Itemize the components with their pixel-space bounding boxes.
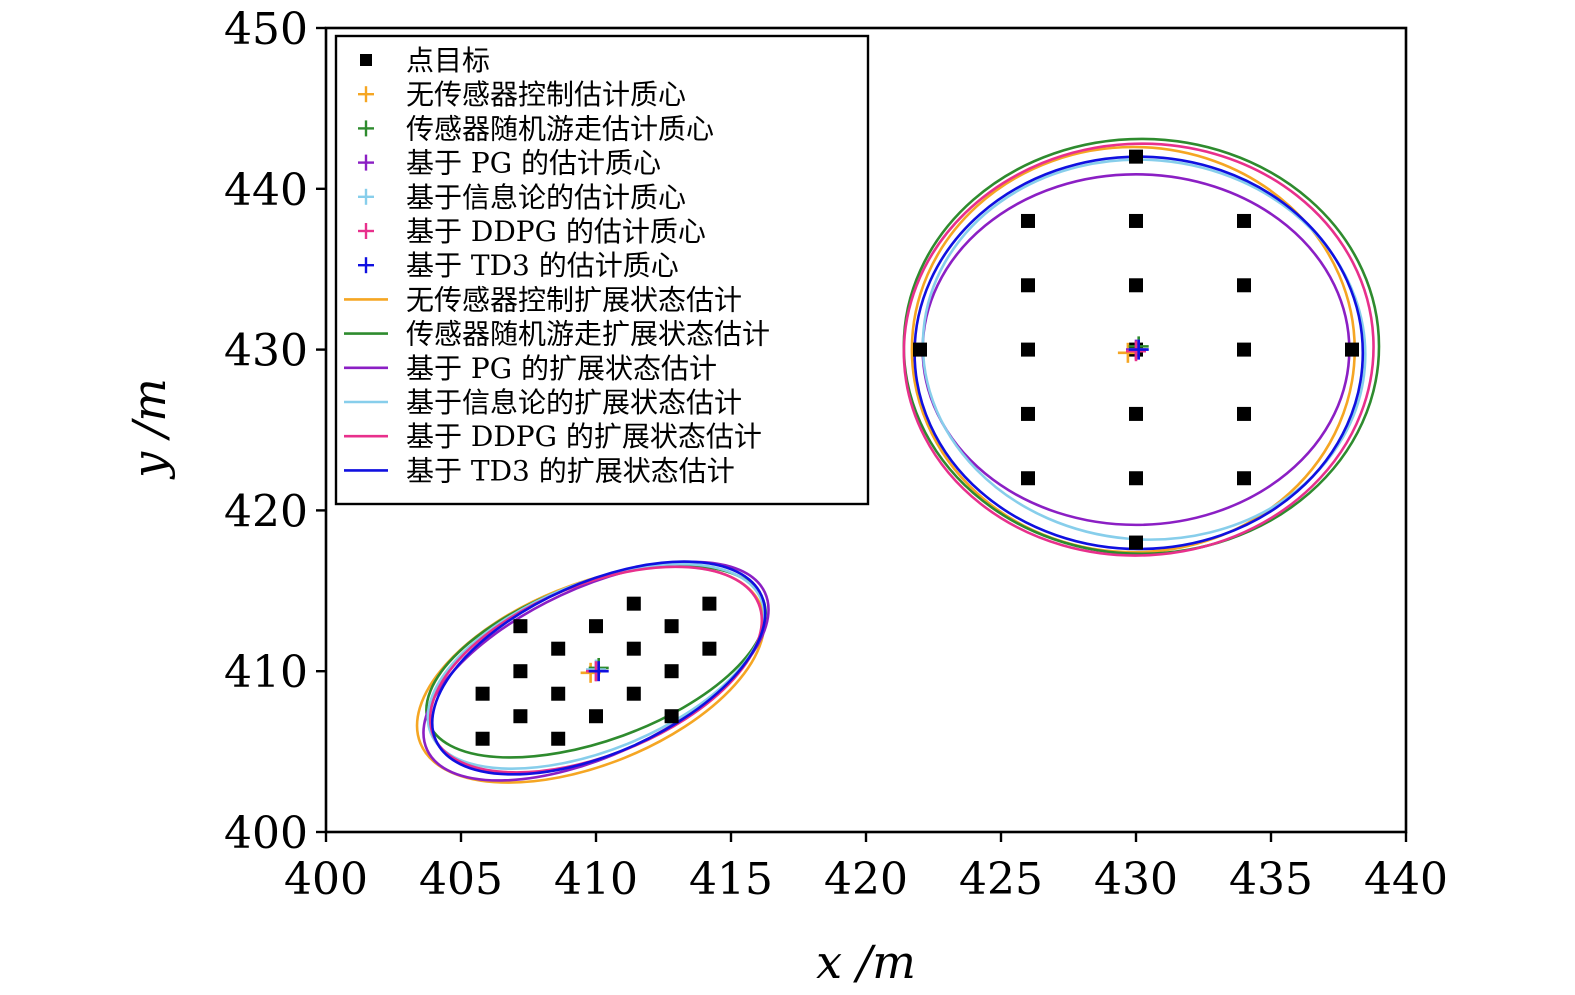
- target-point-14: [1237, 406, 1251, 421]
- legend-marker-5: [358, 223, 374, 239]
- legend-label-7: 无传感器控制扩展状态估计: [406, 283, 742, 316]
- legend-box: [334, 34, 870, 506]
- target-point-30: [551, 686, 566, 701]
- x-tick-label-0: 400: [284, 854, 368, 905]
- x-tick-label-5: 425: [959, 854, 1043, 905]
- target-point-24: [551, 641, 566, 656]
- target-point-29: [475, 686, 490, 701]
- extent-ellipse-3-0: [921, 158, 1367, 541]
- y-tick-label-1: 410: [224, 647, 308, 698]
- y-tick-label-5: 450: [224, 4, 308, 55]
- target-point-13: [1129, 406, 1143, 421]
- legend-marker-2: [358, 120, 374, 137]
- target-point-8: [1021, 342, 1035, 357]
- target-point-26: [702, 641, 717, 656]
- x-tick-label-7: 435: [1229, 854, 1313, 905]
- target-point-6: [1237, 278, 1251, 293]
- target-point-7: [913, 342, 927, 357]
- legend-label-0: 点目标: [406, 44, 490, 77]
- x-tick-label-1: 405: [419, 854, 503, 905]
- legend-label-4: 基于信息论的估计质心: [406, 181, 686, 214]
- axes: 400 405 410 415 420 425 430 435 440 400 410 420 430 4…: [224, 4, 1448, 905]
- legend-marker-3: [358, 154, 374, 171]
- centroid-marker-5-1: [588, 661, 609, 682]
- centroid-marker-0-0: [1117, 342, 1138, 363]
- target-point-11: [1345, 342, 1359, 357]
- target-point-20: [626, 596, 641, 611]
- target-point-1: [1021, 213, 1035, 228]
- legend-label-1: 无传感器控制估计质心: [406, 78, 686, 111]
- legend-marker-0: [360, 54, 372, 66]
- legend-marker-6: [358, 257, 374, 274]
- legend-label-2: 传感器随机游走估计质心: [406, 112, 714, 145]
- centroid-marker-5-0: [1128, 339, 1149, 360]
- target-point-23: [664, 619, 679, 634]
- target-point-33: [589, 709, 603, 724]
- target-point-25: [626, 641, 641, 656]
- target-point-10: [1237, 342, 1251, 357]
- target-point-16: [1129, 471, 1143, 486]
- centroid-marker-4-0: [1126, 341, 1146, 362]
- legend-label-6: 基于 TD3 的估计质心: [406, 249, 679, 282]
- target-point-15: [1021, 471, 1035, 486]
- x-tick-label-4: 420: [824, 854, 908, 905]
- plot-area: [415, 137, 1381, 784]
- target-point-28: [664, 664, 679, 679]
- target-point-19: [702, 596, 717, 611]
- target-point-2: [1129, 213, 1143, 228]
- y-axis-label: y /m: [122, 378, 176, 480]
- legend-label-12: 基于 TD3 的扩展状态估计: [406, 454, 735, 487]
- target-point-0: [1129, 149, 1143, 164]
- target-point-34: [664, 709, 679, 724]
- y-tick-label-0: 400: [224, 808, 308, 859]
- target-point-5: [1129, 278, 1143, 293]
- y-tick-label-4: 440: [224, 165, 308, 216]
- y-tick-label-3: 430: [224, 326, 308, 377]
- x-axis-label: x /m: [816, 935, 916, 989]
- legend-label-10: 基于信息论的扩展状态估计: [406, 386, 742, 419]
- extent-ellipse-4-0: [902, 142, 1375, 557]
- x-tick-label-8: 440: [1364, 854, 1448, 905]
- target-point-22: [589, 619, 603, 634]
- target-point-18: [1129, 535, 1143, 550]
- legend-marker-4: [358, 188, 374, 205]
- legend-label-3: 基于 PG 的估计质心: [406, 147, 661, 180]
- target-point-12: [1021, 406, 1035, 421]
- x-tick-label-6: 430: [1094, 854, 1178, 905]
- target-point-36: [551, 731, 566, 746]
- target-point-31: [626, 686, 641, 701]
- legend-label-9: 基于 PG 的扩展状态估计: [406, 352, 717, 385]
- legend-label-11: 基于 DDPG 的扩展状态估计: [406, 420, 762, 453]
- target-point-32: [513, 709, 528, 724]
- target-point-35: [475, 731, 490, 746]
- x-tick-label-3: 415: [689, 854, 773, 905]
- target-point-17: [1237, 471, 1251, 486]
- target-point-3: [1237, 213, 1251, 228]
- target-point-27: [513, 664, 528, 679]
- target-point-4: [1021, 278, 1035, 293]
- y-tick-label-2: 420: [224, 486, 308, 537]
- x-tick-label-2: 410: [554, 854, 638, 905]
- extent-ellipse-5-1: [430, 560, 767, 776]
- target-point-21: [513, 619, 528, 634]
- legend-label-5: 基于 DDPG 的估计质心: [406, 215, 706, 248]
- legend-label-8: 传感器随机游走扩展状态估计: [406, 318, 770, 351]
- legend-marker-1: [358, 86, 374, 103]
